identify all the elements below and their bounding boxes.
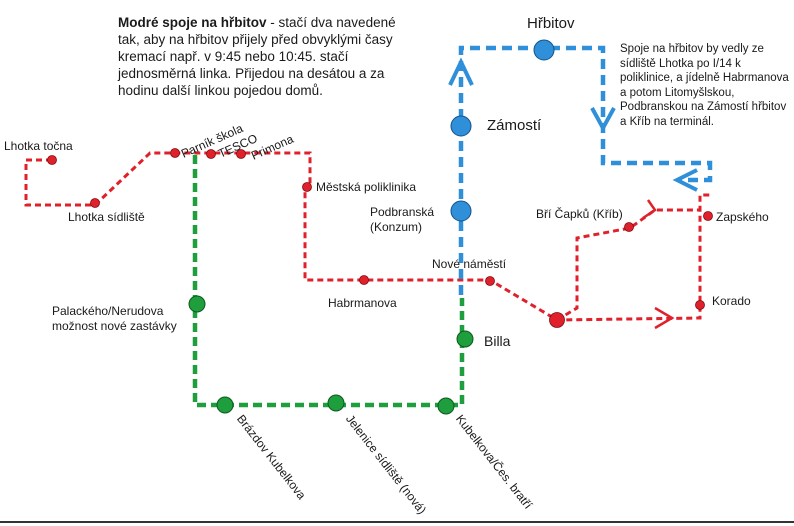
label-zamosti: Zámostí	[487, 117, 542, 134]
stop-palackeho	[188, 295, 206, 313]
stop-zapskeho	[703, 211, 713, 221]
blue-arrow-up	[448, 57, 474, 86]
stop-lhotka-sidliste	[90, 198, 100, 208]
stop-nove-namesti	[485, 276, 495, 286]
label-hrbitov: Hřbitov	[527, 15, 575, 32]
red-arrow-capku	[642, 199, 657, 220]
intro-title: Modré spoje na hřbitov	[118, 15, 267, 30]
label-palackeho: Palackého/Nerudova možnost nové zastávky	[52, 304, 177, 333]
stop-billa	[456, 330, 474, 348]
green-stops	[188, 295, 474, 415]
label-korado: Korado	[712, 294, 751, 308]
stop-jelenice	[327, 394, 345, 412]
label-podbranska: Podbranská (Konzum)	[370, 205, 435, 234]
stop-hrbitov	[533, 39, 555, 61]
stop-habrmanova	[359, 275, 369, 285]
label-mestska-poliklinika: Městská poliklinika	[316, 180, 417, 194]
red-stops	[47, 148, 713, 328]
stop-bri-capku	[624, 222, 634, 232]
stop-lhotka-tocna	[47, 155, 57, 165]
label-lhotka-sidliste: Lhotka sídliště	[68, 210, 145, 224]
blue-arrow-down	[590, 107, 616, 133]
label-nove-namesti: Nové náměstí	[432, 257, 507, 271]
label-bri-capku: Bří Čapků (Kříb)	[536, 207, 623, 221]
red-arrow-korado	[654, 306, 675, 330]
label-habrmanova: Habrmanova	[328, 296, 397, 310]
label-zapskeho: Zapského	[716, 210, 769, 224]
stop-kubelkova	[437, 397, 455, 415]
label-billa: Billa	[484, 333, 511, 349]
label-lhotka-tocna: Lhotka točna	[4, 139, 73, 153]
stop-mestska-poliklinika	[302, 182, 312, 192]
intro-text: Modré spoje na hřbitov - stačí dva naved…	[118, 14, 408, 99]
stop-brazdov	[216, 396, 234, 414]
stop-parnik-skola	[170, 148, 180, 158]
route-note: Spoje na hřbitov by vedly ze sídliště Lh…	[620, 43, 789, 128]
stop-primona	[236, 149, 246, 159]
stop-zamosti	[450, 115, 472, 137]
red-branch-capku	[556, 208, 700, 322]
stop-red-hub	[549, 312, 565, 328]
intro-body: - stačí dva navedené tak, aby na hřbitov…	[118, 15, 396, 98]
stop-korado	[695, 300, 705, 310]
red-route-line	[24, 151, 712, 322]
stop-tesco	[206, 149, 216, 159]
stop-podbranska	[450, 200, 472, 222]
blue-arrow-left	[672, 168, 698, 192]
blue-stops	[450, 39, 555, 222]
blue-route-line	[458, 45, 713, 295]
bottom-rule	[0, 521, 794, 523]
